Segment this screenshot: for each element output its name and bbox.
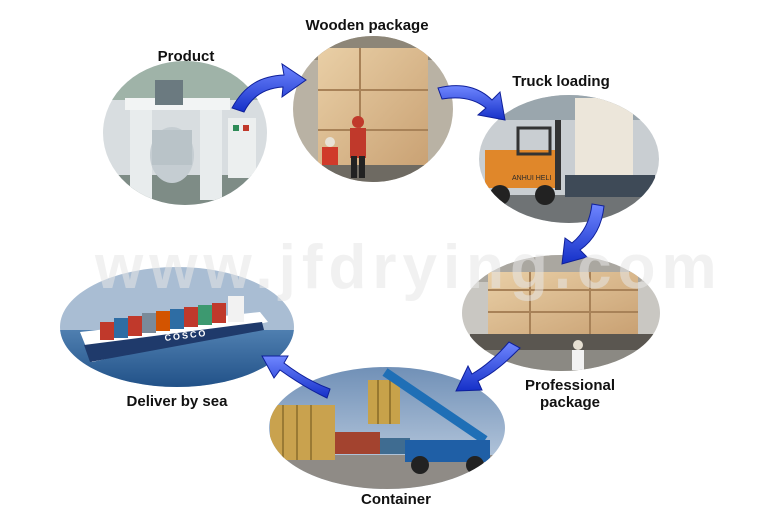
label-deliver-by-sea-text: Deliver by sea <box>126 393 228 410</box>
arrow-wooden-to-truck <box>437 85 506 121</box>
arrows <box>231 62 605 399</box>
deliver-by-sea-photo: COSCO <box>60 267 294 387</box>
watermark-text: www.jfdrying.com <box>95 233 723 302</box>
truck-loading-photo: ANHUI HELI <box>479 95 659 223</box>
arrow-truck-to-professional <box>561 203 605 265</box>
label-product-text: Product <box>157 48 215 65</box>
forklift-brand-text: ANHUI HELI <box>512 175 551 182</box>
label-truck-loading: Truck loading <box>500 73 622 90</box>
wooden-package-photo <box>293 36 453 182</box>
arrow-container-to-sea <box>261 355 331 399</box>
label-container-text: Container <box>360 491 431 508</box>
label-wooden-package-text: Wooden package <box>305 17 429 34</box>
arrow-product-to-wooden <box>231 62 307 113</box>
label-product: Product <box>140 48 232 65</box>
label-professional-text: Professional <box>524 377 616 394</box>
label-wooden-package: Wooden package <box>292 17 442 34</box>
label-container: Container <box>350 491 442 508</box>
label-deliver-by-sea: Deliver by sea <box>112 393 242 410</box>
label-professional-package: Professional package <box>515 377 625 411</box>
label-truck-loading-text: Truck loading <box>512 73 610 90</box>
arrow-professional-to-container <box>455 341 521 392</box>
label-package-text: package <box>539 394 601 411</box>
product-photo <box>103 61 267 205</box>
